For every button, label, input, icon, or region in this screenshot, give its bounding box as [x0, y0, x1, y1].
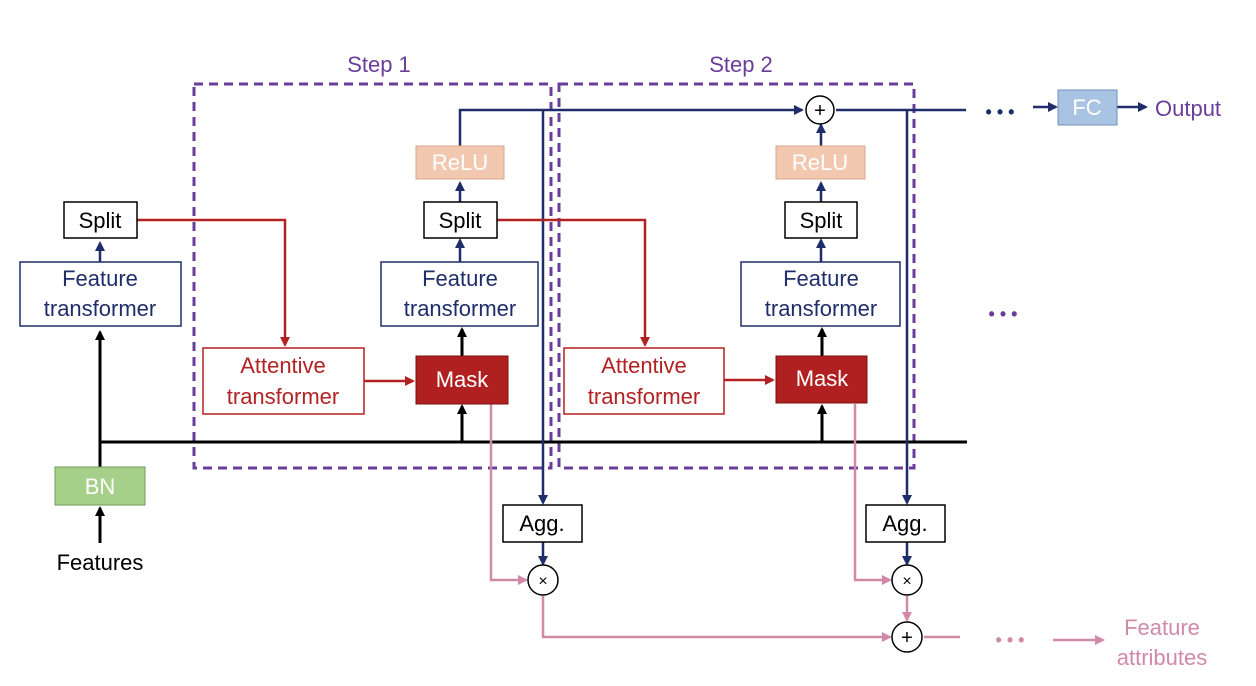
- att2-box: [563, 347, 725, 415]
- mask2-to-mult2-line: [853, 404, 892, 585]
- attributes-plus-symbol: +: [901, 627, 913, 649]
- ft0-label-line1: Feature: [62, 266, 138, 291]
- fc-box: [1057, 89, 1118, 126]
- attributes-label-line2: attributes: [1117, 645, 1208, 670]
- relu1-label: ReLU: [432, 150, 488, 175]
- mult1-node: [527, 564, 559, 596]
- att2-label-line2: transformer: [588, 384, 700, 409]
- agg2-box: [865, 504, 946, 543]
- mult2-node: [891, 564, 923, 596]
- split1-box: [423, 201, 498, 239]
- ft0-label-line2: transformer: [44, 296, 156, 321]
- ft1-label-line2: transformer: [404, 296, 516, 321]
- att1-label-line1: Attentive: [240, 353, 326, 378]
- bn-label: BN: [85, 474, 116, 499]
- mask1-label: Mask: [436, 367, 490, 392]
- ft1-box: [380, 261, 539, 327]
- ft0-box: [19, 261, 182, 327]
- step1-box: [192, 82, 553, 470]
- att1-label-line2: transformer: [227, 384, 339, 409]
- step1-label: Step 1: [347, 52, 411, 77]
- split1-to-att2-line: [497, 218, 650, 347]
- output-ellipsis: • • •: [986, 102, 1015, 122]
- agg2-label: Agg.: [882, 511, 927, 536]
- relu2-label: ReLU: [792, 150, 848, 175]
- middle-ellipsis: • • •: [989, 304, 1018, 324]
- output-label: Output: [1155, 96, 1221, 121]
- mask1-box: [415, 355, 509, 405]
- ft1-label-line1: Feature: [422, 266, 498, 291]
- attributes-label-line1: Feature: [1124, 615, 1200, 640]
- bn-box: [54, 466, 146, 506]
- mask2-label: Mask: [796, 366, 850, 391]
- output-plus-node: [805, 95, 835, 125]
- mask2-box: [775, 355, 868, 404]
- agg1-label: Agg.: [519, 511, 564, 536]
- relu1-box: [415, 145, 505, 180]
- mult1-symbol: ×: [538, 573, 547, 590]
- split0-box: [63, 201, 138, 239]
- features-label: Features: [57, 550, 144, 575]
- split2-label: Split: [800, 208, 843, 233]
- attributes-ellipsis: • • •: [996, 630, 1025, 650]
- split2-box: [784, 201, 858, 239]
- relu1-to-plus-line: [458, 105, 804, 146]
- fc-label: FC: [1072, 95, 1101, 120]
- agg1-box: [502, 504, 583, 543]
- mult2-symbol: ×: [902, 573, 911, 590]
- att1-box: [202, 347, 365, 415]
- ft2-label-line2: transformer: [765, 296, 877, 321]
- split0-to-att1-line: [137, 218, 290, 347]
- mult1-to-plus-line: [541, 596, 892, 642]
- split0-label: Split: [79, 208, 122, 233]
- att2-label-line1: Attentive: [601, 353, 687, 378]
- ft2-label-line1: Feature: [783, 266, 859, 291]
- relu2-box: [775, 145, 866, 180]
- output-plus-symbol: +: [814, 100, 826, 122]
- split1-label: Split: [439, 208, 482, 233]
- step2-label: Step 2: [709, 52, 773, 77]
- ft2-box: [740, 261, 901, 327]
- attributes-plus-node: [891, 621, 923, 653]
- step2-box: [557, 82, 916, 470]
- mask1-to-mult1-line: [489, 404, 528, 585]
